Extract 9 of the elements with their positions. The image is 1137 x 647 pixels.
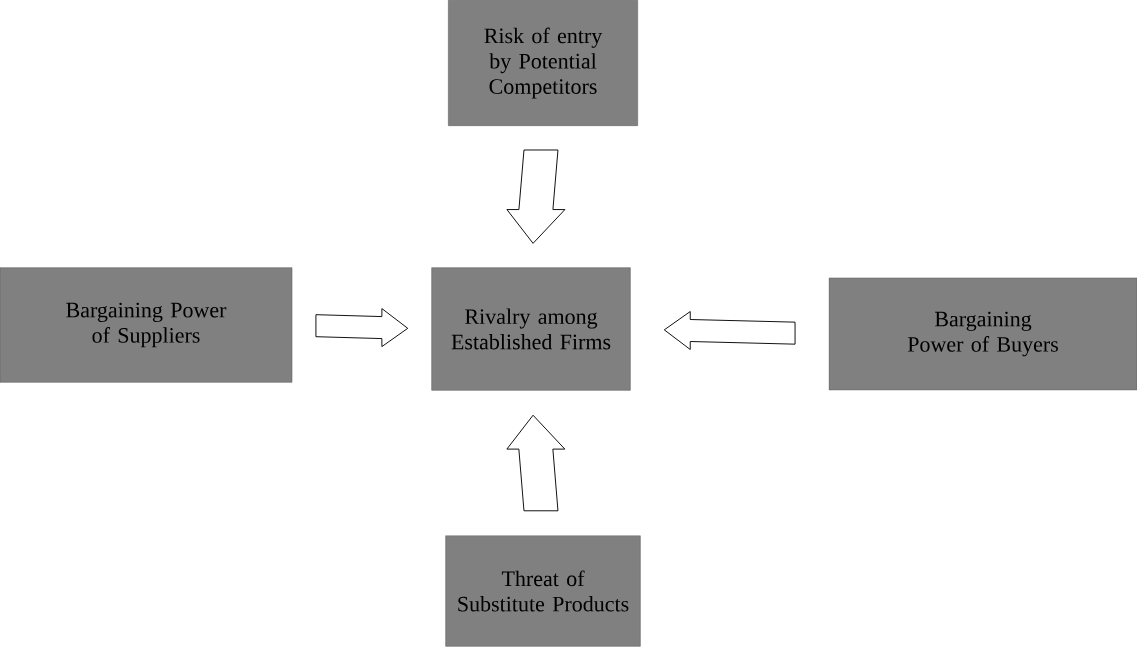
text-box: Threat of Substitute Products xyxy=(445,535,641,647)
text-box: Bargaining Power of Buyers xyxy=(828,277,1137,391)
text-box: Bargaining Power of Suppliers xyxy=(0,267,293,383)
block-arrow xyxy=(315,308,409,348)
block-arrow xyxy=(506,414,566,512)
block-arrow xyxy=(506,149,566,244)
block-arrow xyxy=(663,311,796,350)
text-box: Rivalry among Established Firms xyxy=(431,267,631,391)
text-box: Risk of entry by Potential Competitors xyxy=(448,0,638,126)
